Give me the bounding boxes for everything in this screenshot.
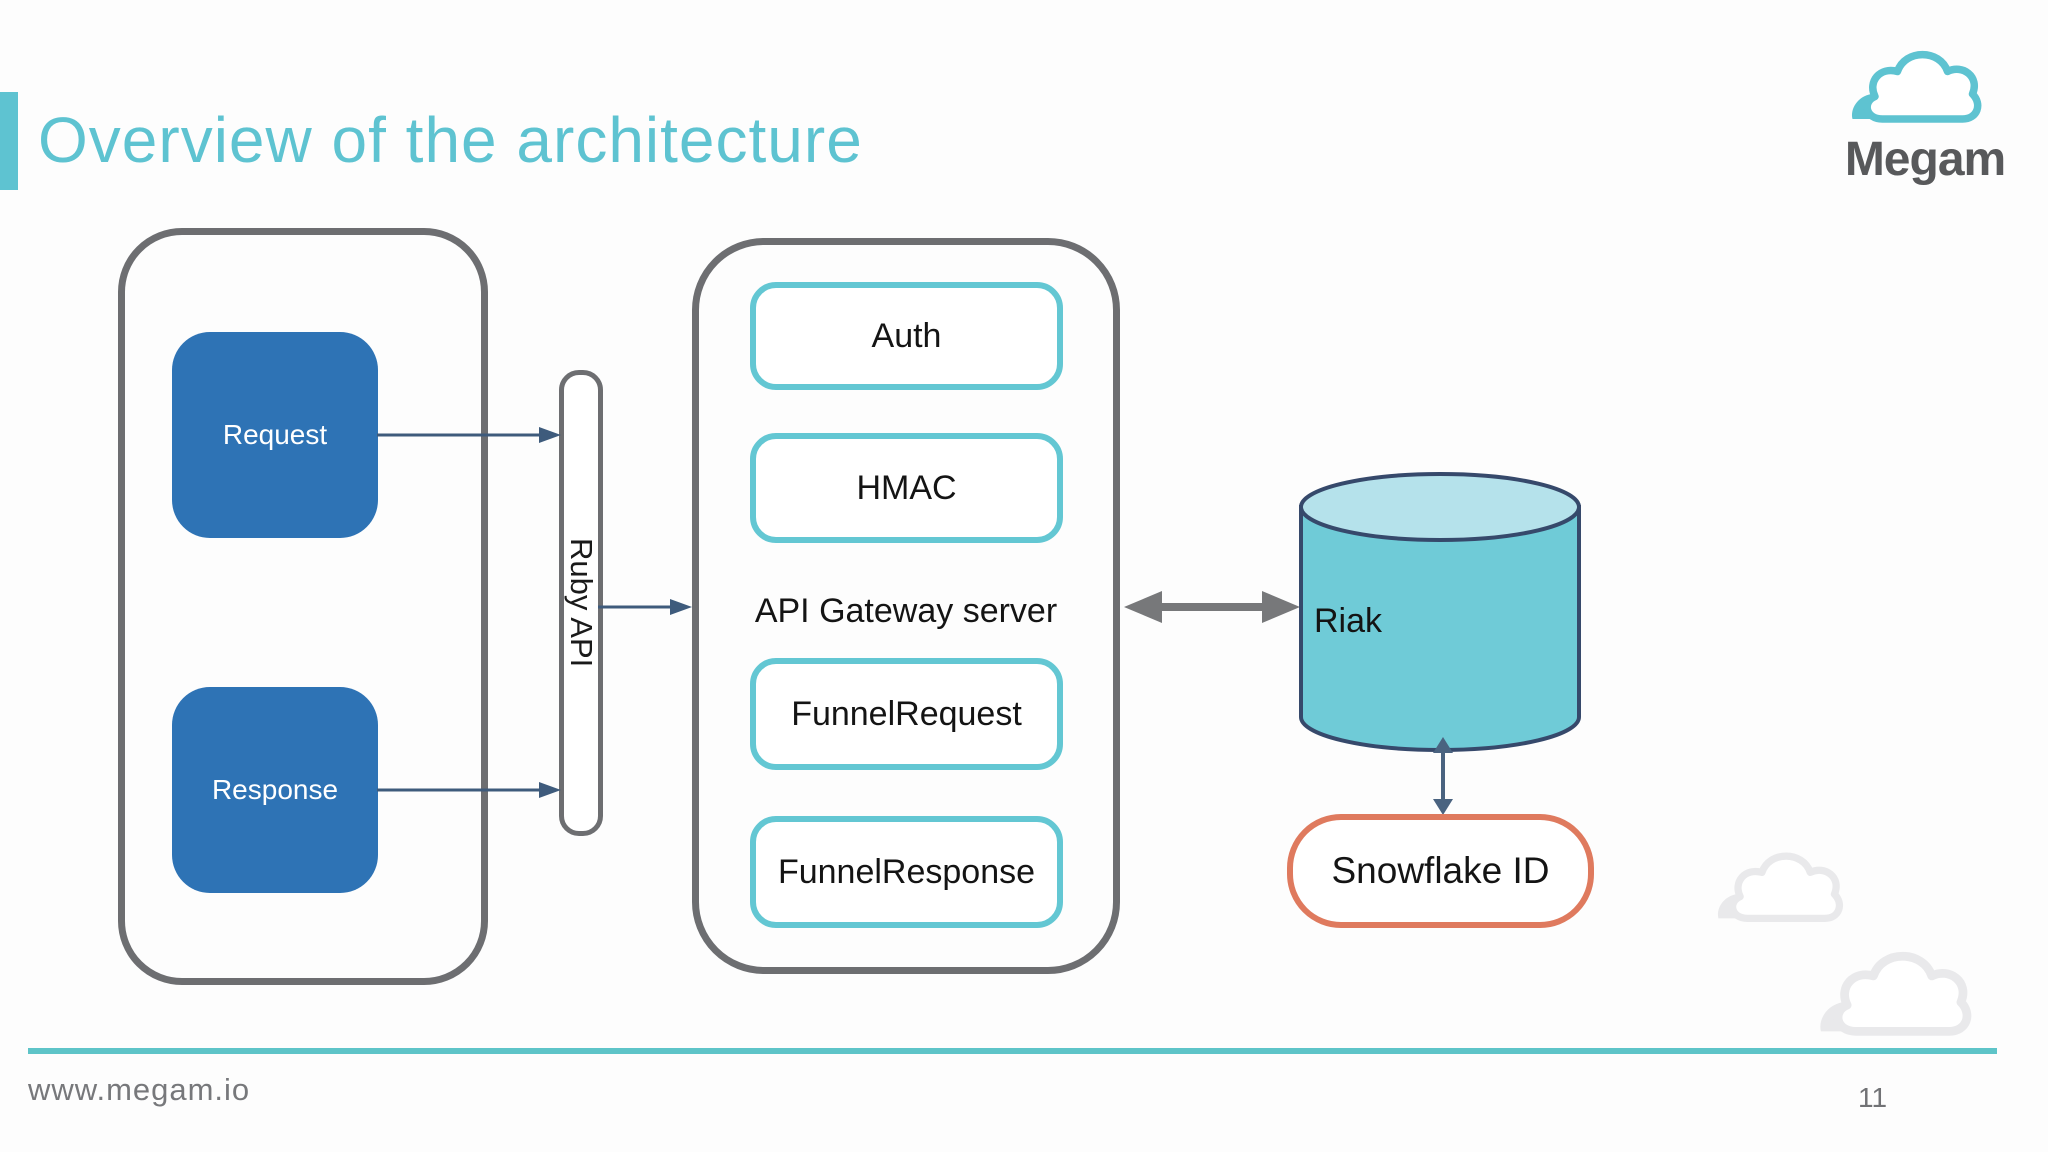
snowflake-id-box: Snowflake ID [1287, 814, 1594, 928]
ruby-api-box: Ruby API [559, 370, 603, 836]
client-group-container [118, 228, 488, 985]
funnel-response-box: FunnelResponse [750, 816, 1063, 928]
ruby-api-label: Ruby API [564, 538, 599, 668]
response-label: Response [211, 774, 339, 805]
riak-label: Riak [1314, 602, 1383, 640]
hmac-label: HMAC [856, 468, 957, 507]
gateway-group-container [692, 238, 1120, 974]
riak-cylinder [1299, 472, 1581, 752]
decorative-cloud-icon [1820, 951, 1972, 1036]
arrow-gateway-riak-bidirectional [1124, 591, 1300, 623]
footer-url: www.megam.io [28, 1072, 251, 1107]
megam-logo: Megam [1840, 34, 2010, 194]
snowflake-id-label: Snowflake ID [1331, 850, 1550, 891]
logo-text: Megam [1844, 133, 2006, 186]
arrow-riak-snowflake-bidirectional [1433, 737, 1453, 815]
hmac-box: HMAC [750, 433, 1063, 543]
auth-box: Auth [750, 282, 1063, 390]
request-box: Request [172, 332, 378, 538]
response-box: Response [172, 687, 378, 893]
funnel-request-box: FunnelRequest [750, 658, 1063, 770]
footer-divider [28, 1048, 1997, 1054]
arrow-rubyapi-to-gateway [598, 599, 692, 615]
arrow-request-to-rubyapi [377, 427, 561, 443]
auth-label: Auth [871, 316, 942, 355]
decorative-cloud-icon [1717, 852, 1844, 922]
request-label: Request [222, 419, 328, 450]
page-title: Overview of the architecture [38, 104, 863, 176]
funnel-request-label: FunnelRequest [791, 694, 1022, 733]
title-accent-bar [0, 92, 18, 190]
arrow-response-to-rubyapi [377, 782, 561, 798]
cloud-logo-icon [1852, 50, 1982, 123]
gateway-caption: API Gateway server [754, 592, 1058, 630]
funnel-response-label: FunnelResponse [777, 852, 1036, 891]
page-number: 11 [1858, 1082, 1888, 1113]
